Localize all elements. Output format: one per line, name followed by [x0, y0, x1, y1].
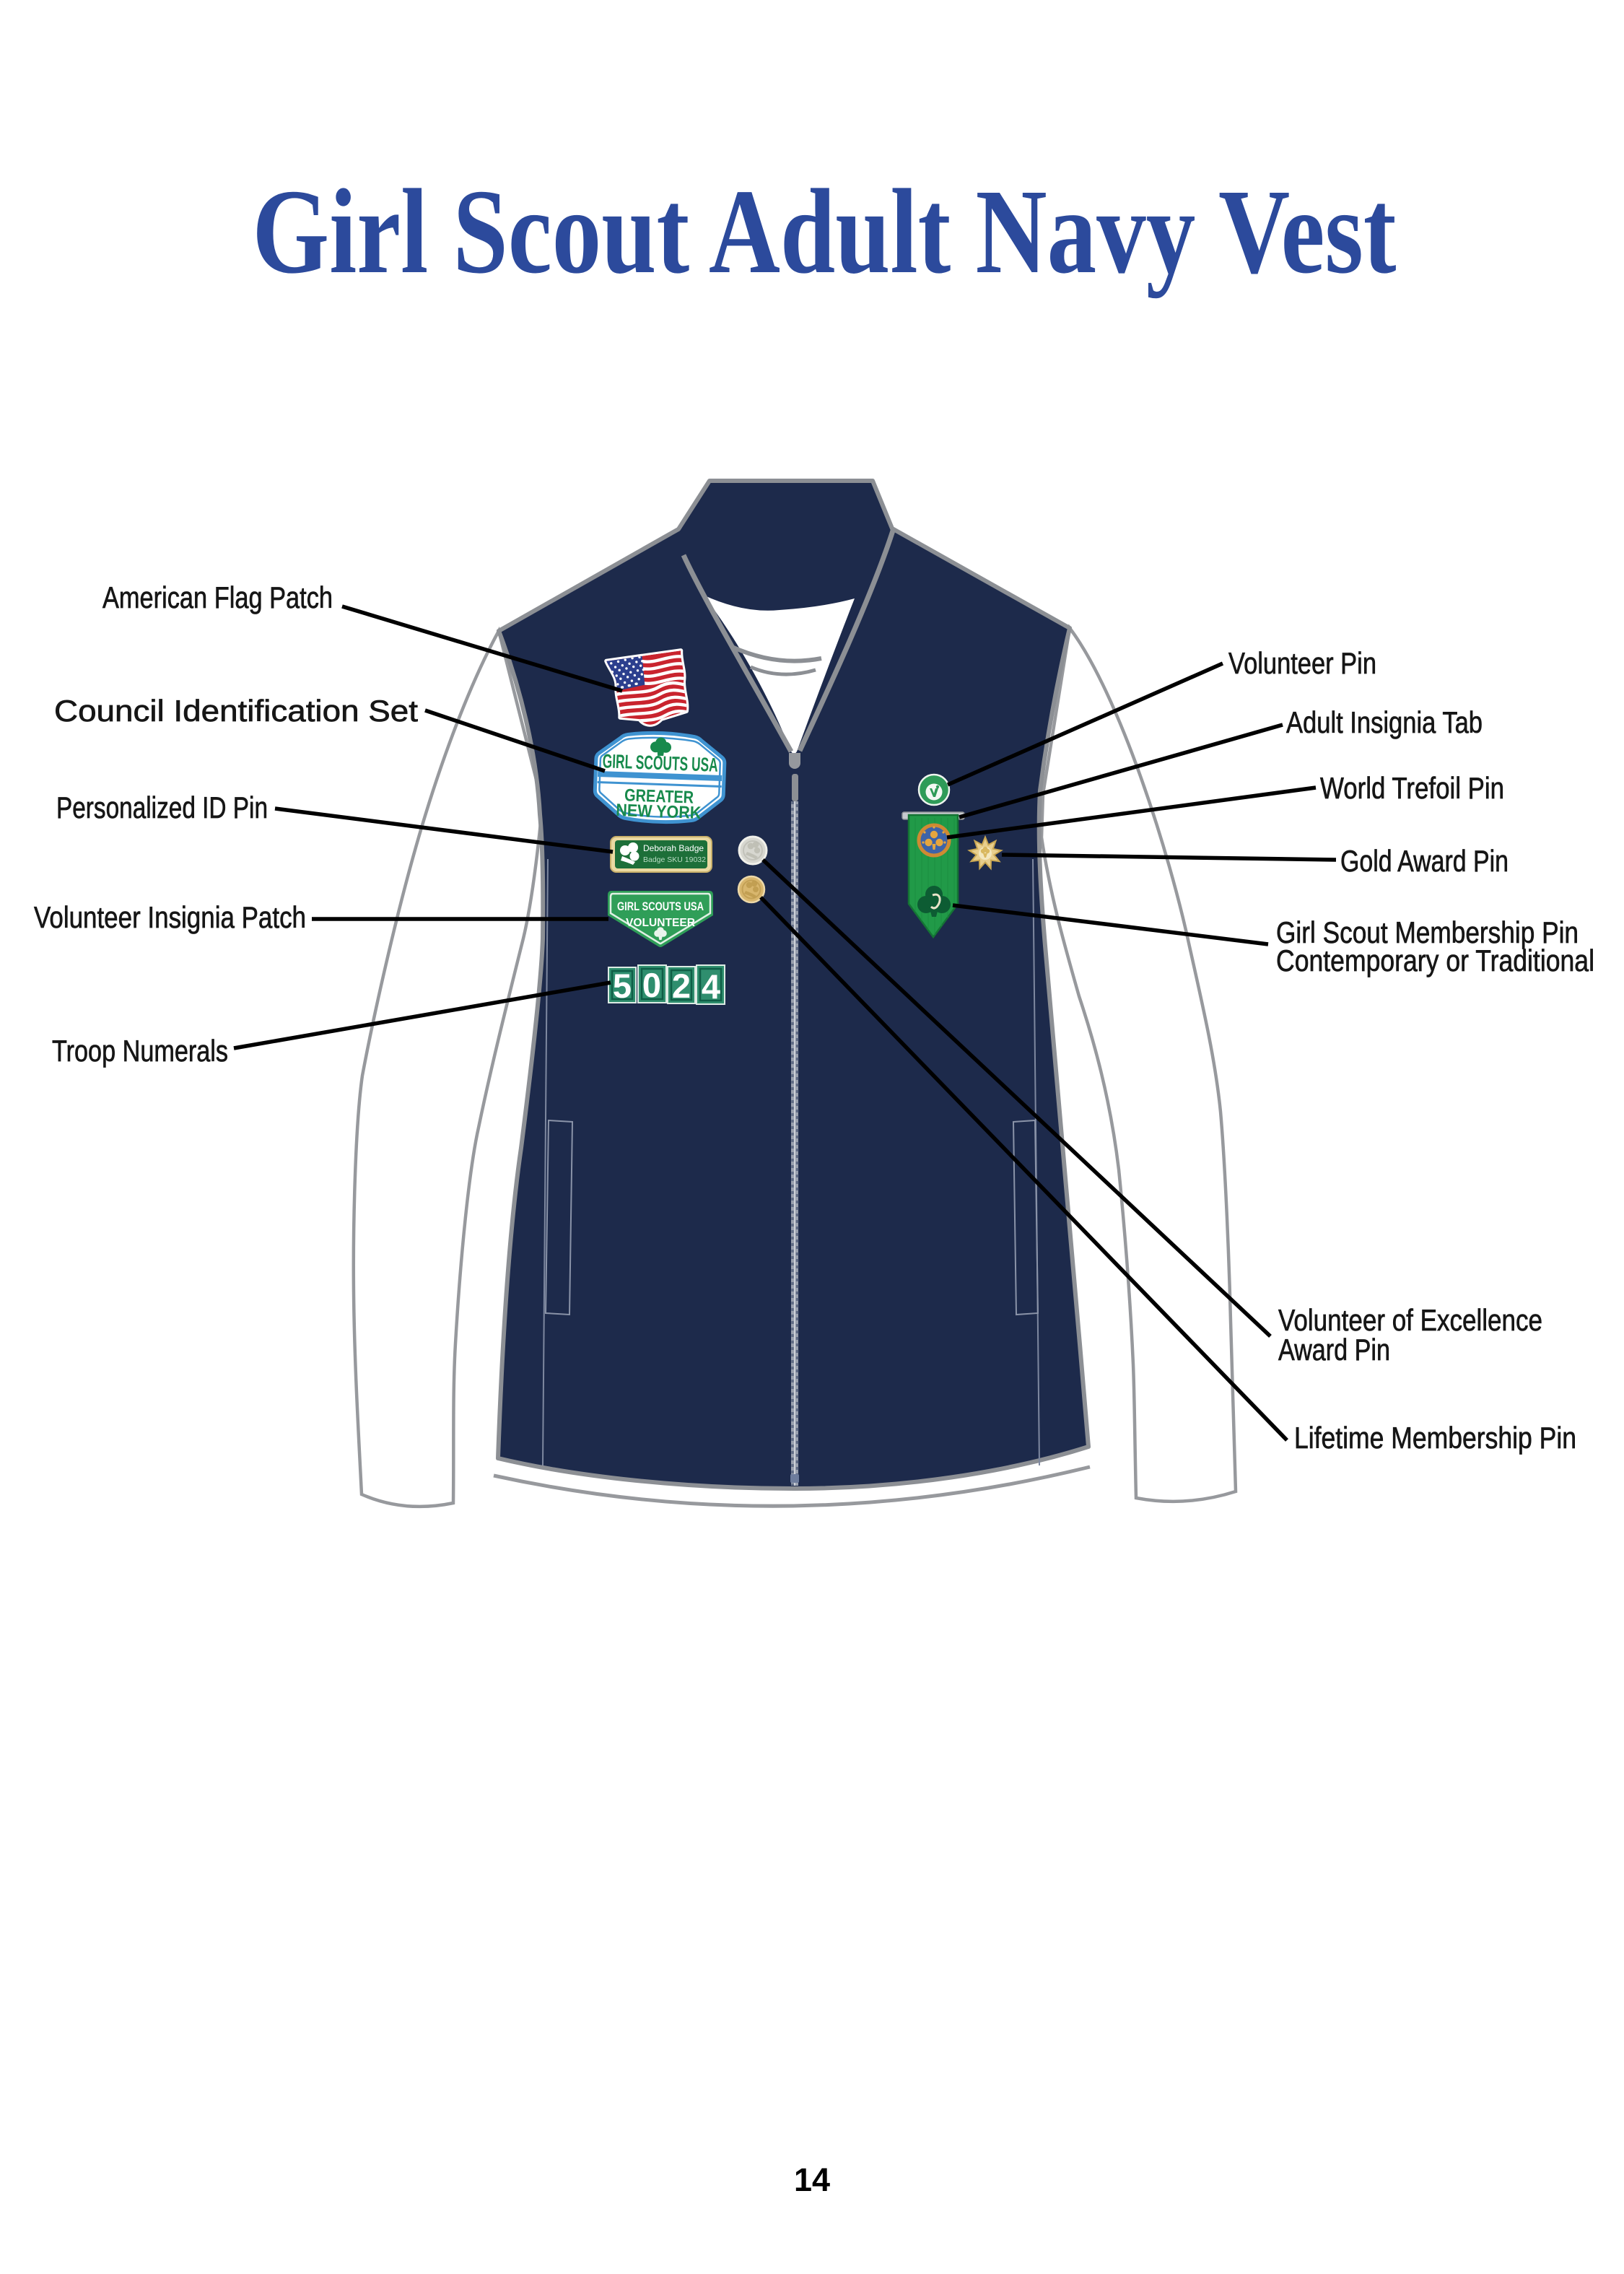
svg-text:VOLUNTEER: VOLUNTEER: [626, 917, 695, 929]
svg-text:GIRL SCOUTS USA: GIRL SCOUTS USA: [617, 899, 704, 913]
svg-text:Volunteer Pin: Volunteer Pin: [1228, 646, 1376, 680]
svg-text:Volunteer of Excellence: Volunteer of Excellence: [1278, 1303, 1542, 1337]
svg-text:GREATER: GREATER: [624, 785, 694, 807]
svg-text:Council Identification Set: Council Identification Set: [54, 694, 418, 728]
svg-text:Award Pin: Award Pin: [1278, 1333, 1390, 1367]
svg-text:Deborah Badge: Deborah Badge: [643, 843, 704, 853]
svg-text:Girl Scout Adult Navy Vest: Girl Scout Adult Navy Vest: [253, 165, 1397, 299]
svg-text:5: 5: [613, 967, 632, 1005]
svg-text:Adult Insignia Tab: Adult Insignia Tab: [1286, 705, 1483, 739]
svg-text:Personalized ID Pin: Personalized ID Pin: [56, 790, 268, 824]
svg-text:NEW YORK: NEW YORK: [616, 801, 702, 823]
svg-text:Badge SKU 19032: Badge SKU 19032: [643, 855, 706, 864]
svg-text:Contemporary or Traditional: Contemporary or Traditional: [1276, 944, 1594, 977]
svg-text:0: 0: [642, 966, 661, 1004]
svg-text:GIRL SCOUTS USA: GIRL SCOUTS USA: [602, 750, 718, 776]
svg-text:Volunteer Insignia Patch: Volunteer Insignia Patch: [34, 900, 306, 934]
svg-text:World Trefoil Pin: World Trefoil Pin: [1320, 771, 1504, 805]
svg-text:Lifetime Membership Pin: Lifetime Membership Pin: [1294, 1421, 1576, 1455]
svg-text:4: 4: [702, 967, 720, 1006]
svg-text:Girl Scout Membership Pin: Girl Scout Membership Pin: [1276, 915, 1579, 949]
svg-text:14: 14: [794, 2161, 830, 2198]
svg-text:American Flag Patch: American Flag Patch: [102, 580, 333, 614]
svg-text:Gold Award Pin: Gold Award Pin: [1340, 844, 1509, 878]
svg-text:2: 2: [672, 967, 691, 1005]
svg-text:Troop Numerals: Troop Numerals: [52, 1034, 228, 1068]
